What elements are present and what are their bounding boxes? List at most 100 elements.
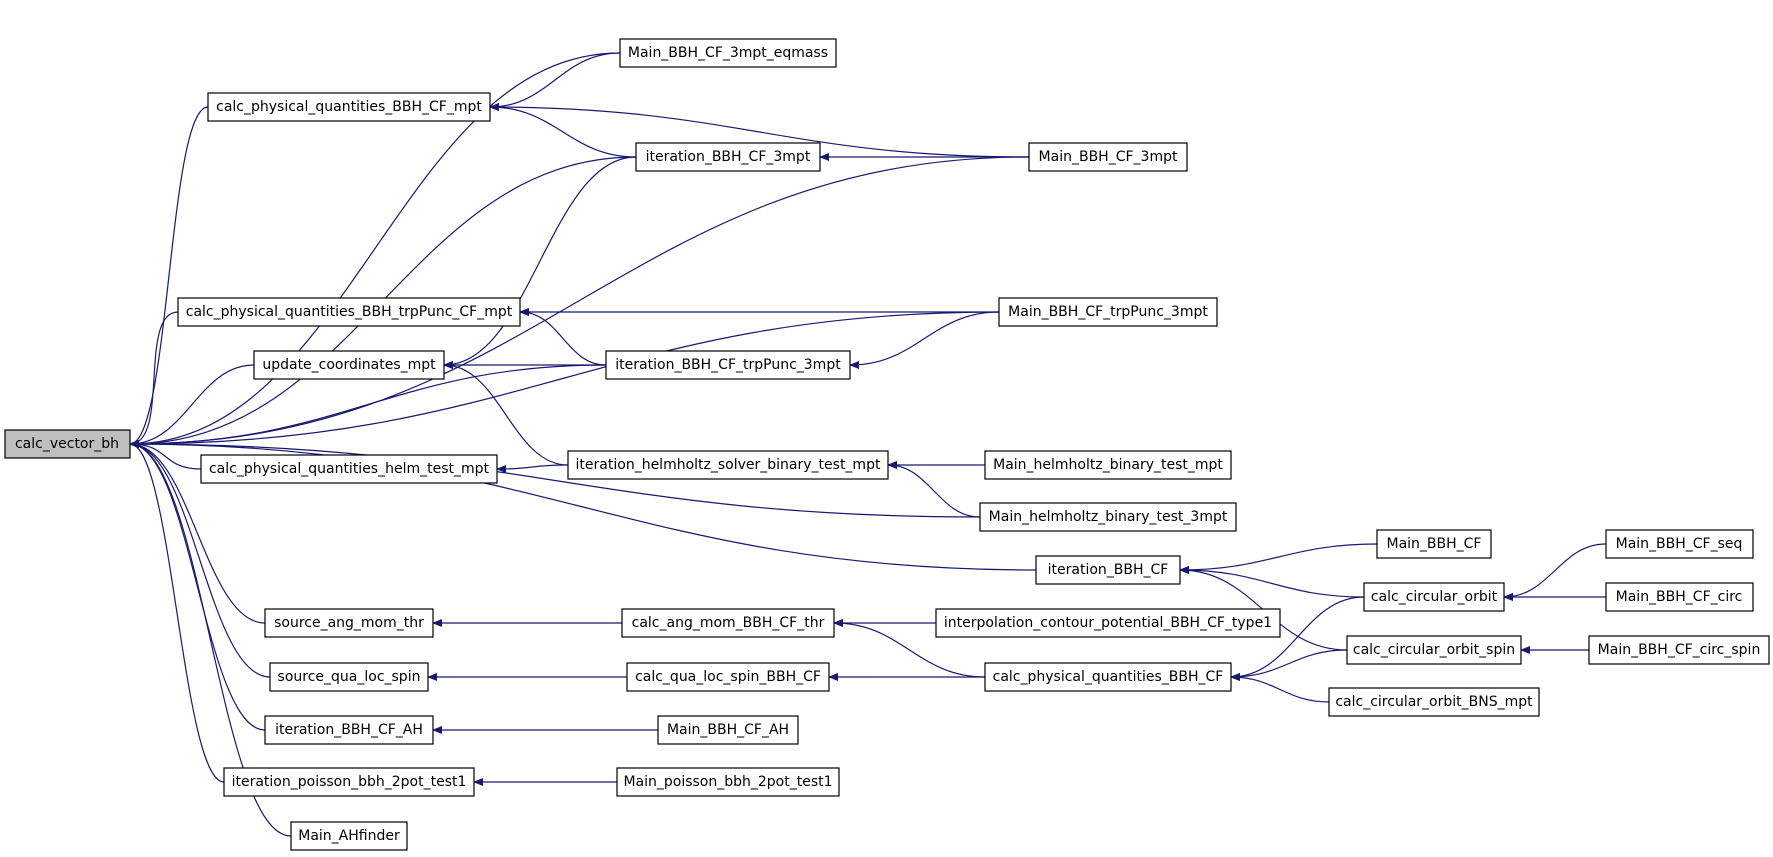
edge-n3-to-n7: [443, 156, 637, 369]
edge-path: [129, 311, 1000, 448]
node-calc-circular-orbit-spin[interactable]: calc_circular_orbit_spin: [1346, 635, 1522, 665]
edge-n29-to-n0: [129, 440, 225, 783]
node-iteration-bbh-cf-3mpt[interactable]: iteration_BBH_CF_3mpt: [635, 142, 821, 172]
nodes-layer: calc_vector_bh Main_BBH_CF_3mpt_eqmass c…: [4, 38, 1770, 851]
node-label: calc_vector_bh: [15, 436, 119, 452]
edge-path: [129, 364, 255, 448]
node-main-helmholtz-binary-test-mpt[interactable]: Main_helmholtz_binary_test_mpt: [984, 450, 1232, 480]
edge-path: [1230, 673, 1330, 703]
node-label: calc_physical_quantities_BBH_CF: [993, 669, 1224, 685]
edge-n12-to-n10: [887, 461, 981, 518]
edge-n2-to-n0: [129, 106, 209, 448]
edge-n9-to-n0: [129, 440, 202, 470]
node-calc-physical-quantities-bbh-cf[interactable]: calc_physical_quantities_BBH_CF: [984, 662, 1232, 692]
edge-n10-to-n7: [443, 361, 569, 466]
edge-path: [1230, 649, 1348, 681]
node-main-bbh-cf-circ[interactable]: Main_BBH_CF_circ: [1605, 582, 1754, 612]
edge-path: [489, 103, 637, 158]
edge-n3-to-n2: [489, 103, 637, 158]
node-source-ang-mom-thr[interactable]: source_ang_mom_thr: [264, 608, 434, 638]
node-iteration-bbh-cf-ah[interactable]: iteration_BBH_CF_AH: [264, 715, 434, 745]
edge-n26-to-n25: [1230, 673, 1330, 703]
node-label: source_ang_mom_thr: [274, 615, 424, 631]
edge-n4-to-n0: [129, 156, 1030, 448]
node-label: Main_poisson_bbh_2pot_test1: [623, 774, 832, 790]
edge-path: [129, 52, 621, 448]
node-label: Main_BBH_CF_seq: [1616, 536, 1743, 552]
node-label: Main_AHfinder: [298, 828, 400, 844]
edge-n21-to-n25: [1230, 649, 1348, 681]
edges-layer: [129, 52, 1607, 837]
node-label: Main_BBH_CF_circ: [1616, 589, 1743, 605]
node-update-coordinates-mpt[interactable]: update_coordinates_mpt: [253, 350, 445, 380]
node-calc-circular-orbit-bns-mpt[interactable]: calc_circular_orbit_BNS_mpt: [1328, 687, 1540, 717]
node-source-qua-loc-spin[interactable]: source_qua_loc_spin: [269, 662, 429, 692]
edge-path: [129, 440, 271, 678]
node-calc-physical-quantities-bbh-cf-mpt[interactable]: calc_physical_quantities_BBH_CF_mpt: [207, 92, 491, 122]
edge-n10-to-n9: [496, 464, 569, 473]
node-main-bbh-cf[interactable]: Main_BBH_CF: [1376, 529, 1492, 559]
node-label: interpolation_contour_potential_BBH_CF_t…: [944, 615, 1272, 631]
edge-path: [1179, 543, 1378, 574]
node-label: Main_BBH_CF: [1387, 536, 1482, 552]
node-label: Main_helmholtz_binary_test_3mpt: [989, 509, 1228, 525]
edge-n4-to-n2: [489, 103, 1030, 158]
node-calc-physical-quantities-bbh-trppunc-cf-mpt[interactable]: calc_physical_quantities_BBH_trpPunc_CF_…: [177, 297, 521, 327]
edge-path: [489, 52, 621, 111]
node-label: iteration_poisson_bbh_2pot_test1: [232, 774, 467, 790]
node-main-helmholtz-binary-test-3mpt[interactable]: Main_helmholtz_binary_test_3mpt: [979, 502, 1237, 532]
edge-path: [129, 440, 981, 518]
node-main-bbh-cf-3mpt[interactable]: Main_BBH_CF_3mpt: [1028, 142, 1188, 172]
node-main-poisson-bbh-2pot-test1[interactable]: Main_poisson_bbh_2pot_test1: [616, 767, 840, 797]
node-main-bbh-cf-trppunc-3mpt[interactable]: Main_BBH_CF_trpPunc_3mpt: [998, 297, 1218, 327]
node-interpolation-contour-potential-bbh-cf-type1[interactable]: interpolation_contour_potential_BBH_CF_t…: [935, 608, 1281, 638]
node-main-bbh-cf-circ-spin[interactable]: Main_BBH_CF_circ_spin: [1588, 635, 1770, 665]
node-label: calc_circular_orbit: [1371, 589, 1498, 605]
node-calc-ang-mom-bbh-cf-thr[interactable]: calc_ang_mom_BBH_CF_thr: [621, 608, 835, 638]
edge-path: [496, 464, 569, 473]
edge-n23-to-n0: [129, 440, 271, 678]
edge-path: [129, 106, 209, 448]
node-iteration-poisson-bbh-2pot-test1[interactable]: iteration_poisson_bbh_2pot_test1: [223, 767, 475, 797]
node-label: update_coordinates_mpt: [262, 357, 436, 373]
edge-path: [519, 308, 607, 366]
node-calc-circular-orbit[interactable]: calc_circular_orbit: [1363, 582, 1505, 612]
edge-n8-to-n0: [129, 364, 607, 448]
node-label: Main_BBH_CF_trpPunc_3mpt: [1008, 304, 1208, 320]
node-label: calc_physical_quantities_helm_test_mpt: [209, 461, 490, 477]
node-label: calc_circular_orbit_spin: [1353, 642, 1515, 658]
edge-path: [1179, 566, 1365, 598]
node-calc-qua-loc-spin-bbh-cf[interactable]: calc_qua_loc_spin_BBH_CF: [626, 662, 830, 692]
node-calc-vector-bh[interactable]: calc_vector_bh: [4, 429, 131, 459]
edge-n27-to-n0: [129, 440, 266, 731]
edge-n6-to-n0: [129, 311, 1000, 448]
edge-path: [489, 103, 1030, 158]
node-label: iteration_BBH_CF: [1048, 562, 1169, 578]
edge-n25-to-n19: [833, 619, 986, 678]
edge-path: [887, 461, 981, 518]
node-iteration-bbh-cf-trppunc-3mpt[interactable]: iteration_BBH_CF_trpPunc_3mpt: [605, 350, 851, 380]
node-label: calc_circular_orbit_BNS_mpt: [1335, 694, 1533, 710]
node-label: iteration_BBH_CF_trpPunc_3mpt: [615, 357, 841, 373]
node-main-ahfinder[interactable]: Main_AHfinder: [290, 821, 408, 851]
node-iteration-bbh-cf[interactable]: iteration_BBH_CF: [1035, 555, 1181, 585]
edge-n1-to-n0: [129, 52, 621, 448]
edge-n31-to-n0: [129, 440, 292, 837]
node-label: iteration_BBH_CF_AH: [275, 722, 423, 738]
edge-n18-to-n0: [129, 440, 266, 624]
node-label: iteration_helmholtz_solver_binary_test_m…: [576, 457, 881, 473]
edge-n15-to-n16: [1503, 543, 1607, 601]
node-iteration-helmholtz-solver-binary-test-mpt[interactable]: iteration_helmholtz_solver_binary_test_m…: [567, 450, 889, 480]
node-label: Main_BBH_CF_3mpt: [1039, 149, 1178, 165]
node-calc-physical-quantities-helm-test-mpt[interactable]: calc_physical_quantities_helm_test_mpt: [200, 454, 498, 484]
edge-path: [849, 311, 1000, 369]
edge-n14-to-n13: [1179, 543, 1378, 574]
node-label: Main_BBH_CF_3mpt_eqmass: [628, 45, 828, 61]
node-label: Main_BBH_CF_AH: [667, 722, 789, 738]
node-main-bbh-cf-ah[interactable]: Main_BBH_CF_AH: [657, 715, 799, 745]
node-main-bbh-cf-seq[interactable]: Main_BBH_CF_seq: [1605, 529, 1754, 559]
node-main-bbh-cf-3mpt-eqmass[interactable]: Main_BBH_CF_3mpt_eqmass: [619, 38, 837, 68]
edge-path: [1503, 543, 1607, 601]
edge-path: [443, 156, 637, 369]
